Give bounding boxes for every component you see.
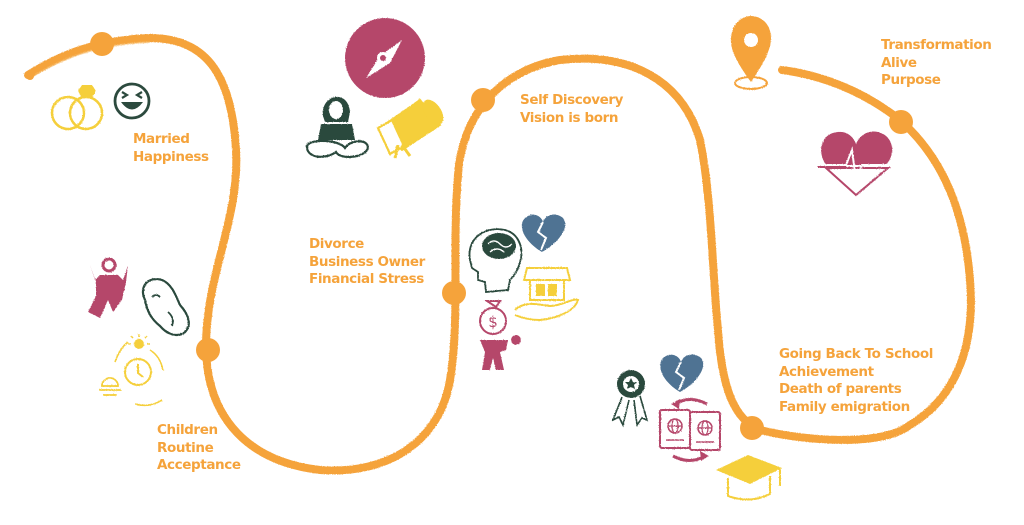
stage-label-line: Happiness — [133, 148, 209, 165]
milestone-dot-start[interactable] — [26, 72, 34, 80]
stage-label-line: Transformation — [881, 37, 992, 53]
milestone-dot-transformation[interactable] — [889, 110, 913, 134]
milestone-dot-children[interactable] — [196, 338, 220, 362]
journey-path-line — [24, 33, 975, 475]
stage-label-line: Routine — [157, 439, 214, 456]
passports-exchange-icon — [659, 398, 721, 462]
stage-label-line: Self Discovery — [520, 92, 624, 108]
stage-label-line: Vision is born — [520, 109, 619, 126]
award-ribbon-icon — [611, 370, 649, 428]
stage-label-line: Going Back To School — [779, 346, 933, 362]
jumping-child-icon — [88, 257, 128, 318]
milestone-dot-self-discovery[interactable] — [471, 88, 495, 112]
stage-label-divorce: Divorce Business Owner Financial Stress — [309, 236, 425, 289]
broken-heart-icon-stage-school — [660, 354, 704, 392]
svg-text:$: $ — [488, 313, 498, 331]
stage-label-line: Acceptance — [157, 457, 241, 473]
wedding-rings-icon — [50, 85, 104, 131]
stage-label-line: Death of parents — [779, 381, 902, 397]
baby-fetus-icon — [141, 277, 190, 337]
stage-label-line: Achievement — [779, 363, 874, 380]
stage-label-line: Family emigration — [779, 398, 910, 415]
location-pin-icon — [730, 16, 771, 90]
stage-label-line: Alive — [881, 54, 917, 71]
stage-label-line: Children — [157, 422, 218, 438]
milestone-dot-school[interactable] — [740, 416, 764, 440]
shop-in-hand-icon — [514, 267, 580, 322]
meditating-person-icon — [305, 96, 370, 158]
graduation-cap-icon — [716, 455, 782, 501]
tangled-mind-head-icon — [468, 228, 523, 293]
stage-label-school: Going Back To School Achievement Death o… — [779, 346, 933, 416]
milestone-dot-married[interactable] — [90, 32, 114, 56]
stage-label-line: Purpose — [881, 72, 941, 88]
milestone-dot-divorce[interactable] — [442, 281, 466, 305]
stage-label-transformation: Transformation Alive Purpose — [881, 37, 992, 90]
money-bag-burden-icon: $ — [479, 300, 521, 370]
day-night-routine-cycle-icon — [99, 334, 181, 407]
journey-path — [24, 33, 975, 475]
stage-label-line: Financial Stress — [309, 271, 424, 287]
broken-heart-icon-stage-divorce — [521, 214, 566, 252]
laughing-face-icon — [113, 82, 151, 120]
stage-label-line: Married — [133, 131, 190, 147]
compass-icon — [345, 18, 425, 98]
milestones — [26, 32, 913, 440]
stage-label-children: Children Routine Acceptance — [157, 422, 241, 475]
stage-label-married: Married Happiness — [133, 131, 209, 166]
stage-label-self-discovery: Self Discovery Vision is born — [520, 92, 623, 127]
stage-label-line: Divorce — [309, 236, 364, 252]
telescope-icon — [376, 98, 444, 159]
stage-label-line: Business Owner — [309, 253, 425, 270]
heartbeat-heart-icon — [818, 131, 894, 197]
